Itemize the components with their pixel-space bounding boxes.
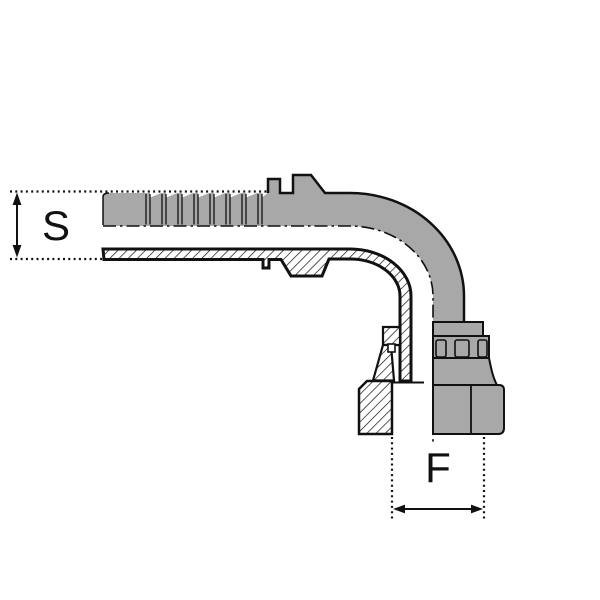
s-arrowhead-up: [12, 192, 22, 205]
nut-flange-ring: [432, 321, 484, 337]
nut-shoulder: [432, 357, 499, 386]
dimension-s: S: [10, 190, 268, 258]
s-dimension-label: S: [42, 202, 70, 249]
nut-section-left: [357, 325, 424, 436]
barb-groove-lines: [145, 194, 263, 225]
nut-wall-section: [357, 379, 394, 436]
fitting-body: [102, 173, 466, 322]
tube-upset-collar-section: [381, 325, 402, 347]
elbow-outer-profile: [266, 173, 466, 322]
f-arrowhead-left: [393, 504, 405, 514]
hose-tail-and-elbow-surface: [103, 175, 464, 322]
collar-groove-notch: [387, 343, 396, 353]
f-arrowhead-right: [471, 504, 483, 514]
tube-wall-section: [101, 247, 413, 383]
sectioned-tube-wall: [101, 247, 413, 383]
s-arrowhead-down: [12, 245, 22, 258]
nut-hex-body: [432, 384, 505, 435]
tube-centerline: [103, 225, 434, 443]
barb-notches: [150, 192, 268, 198]
crown-segments: [435, 339, 488, 358]
tail-end-edge: [102, 192, 110, 225]
f-dimension-label: F: [425, 444, 451, 491]
dimension-f: F: [390, 437, 486, 519]
